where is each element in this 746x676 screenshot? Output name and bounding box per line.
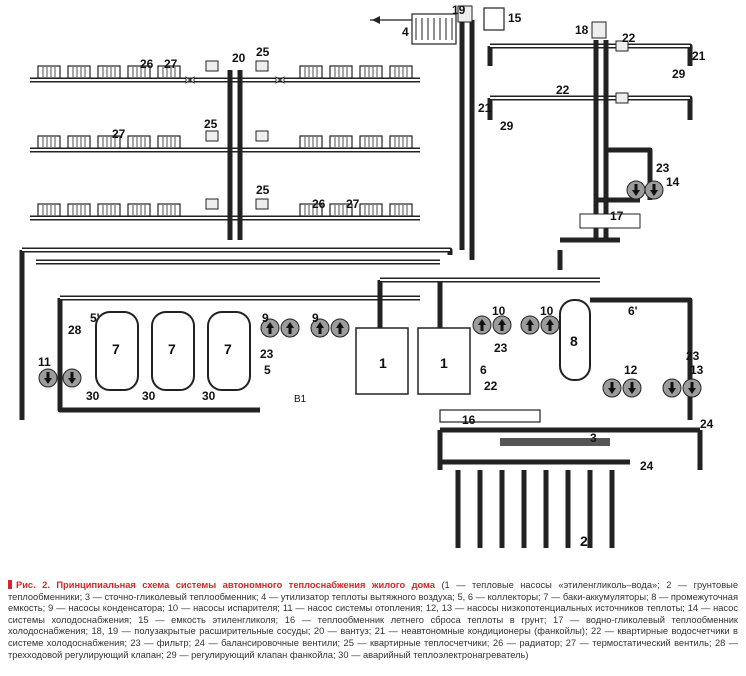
label-26a: 26	[140, 57, 154, 71]
label-8: 8	[570, 333, 578, 349]
label-25c: 25	[256, 183, 270, 197]
label-14: 14	[666, 175, 680, 189]
label-10a: 10	[492, 304, 506, 318]
fancoil-branch-2	[487, 92, 693, 120]
label-23b: 23	[260, 347, 274, 361]
label-30c: 30	[202, 389, 216, 403]
label-7b: 7	[168, 341, 176, 357]
label-22c: 22	[484, 379, 498, 393]
label-17: 17	[610, 209, 624, 223]
label-16: 16	[462, 413, 476, 427]
heat-pumps	[355, 277, 600, 395]
caption-title: Рис. 2. Принципиальная схема системы авт…	[16, 580, 435, 590]
label-5: 5	[264, 363, 271, 377]
label-29a: 29	[672, 67, 686, 81]
caption-marker	[8, 580, 12, 589]
intermediate-tank	[559, 297, 693, 420]
label-27a: 27	[164, 57, 178, 71]
label-25a: 25	[256, 45, 270, 59]
label-30a: 30	[86, 389, 100, 403]
label-9a: 9	[262, 311, 269, 325]
cooling-risers	[557, 40, 664, 270]
label-23c: 23	[494, 341, 508, 355]
heating-system-schematic: 1 1 2 3 4 5 5' 6 6' 7 7 7 8 9 9 10 10 11…	[19, 3, 714, 549]
label-24b: 24	[640, 459, 654, 473]
label-26b: 26	[312, 197, 326, 211]
fancoil-branch-1	[487, 40, 693, 66]
label-19: 19	[452, 3, 466, 17]
label-b1: B1	[294, 394, 307, 405]
label-2: 2	[580, 533, 588, 549]
label-27b: 27	[112, 127, 126, 141]
expansion-vessel-19	[457, 5, 473, 23]
ground-heat-exchangers	[437, 409, 703, 548]
label-6p: 6'	[628, 304, 638, 318]
label-28: 28	[68, 323, 82, 337]
label-22b: 22	[556, 83, 570, 97]
label-10b: 10	[540, 304, 554, 318]
storage-tanks	[57, 295, 420, 413]
label-5p: 5'	[90, 311, 100, 325]
air-heat-utilizer	[370, 13, 475, 260]
label-3: 3	[590, 431, 597, 445]
label-21a: 21	[692, 49, 706, 63]
label-7c: 7	[224, 341, 232, 357]
label-23d: 23	[686, 349, 700, 363]
label-23a: 23	[656, 161, 670, 175]
label-1: 1	[379, 355, 387, 371]
label-1b: 1	[440, 355, 448, 371]
label-18: 18	[575, 23, 589, 37]
figure-caption: Рис. 2. Принципиальная схема системы авт…	[8, 580, 738, 661]
glycol-tank	[483, 7, 505, 31]
label-6: 6	[480, 363, 487, 377]
label-15: 15	[508, 11, 522, 25]
label-11: 11	[38, 355, 51, 369]
label-12: 12	[624, 363, 638, 377]
radiator-branch-1	[30, 60, 420, 84]
caption-text: (1 — тепловые насосы «этиленгликоль–вода…	[8, 580, 738, 660]
label-30b: 30	[142, 389, 156, 403]
label-24a: 24	[700, 417, 714, 431]
radiator-branch-2	[30, 130, 420, 153]
radiator-branch-3	[30, 198, 420, 221]
label-20: 20	[232, 51, 246, 65]
heating-risers	[19, 70, 453, 420]
label-22a: 22	[622, 31, 636, 45]
label-7a: 7	[112, 341, 120, 357]
label-4: 4	[402, 25, 409, 39]
label-21b: 21	[478, 101, 492, 115]
label-9b: 9	[312, 311, 319, 325]
label-29b: 29	[500, 119, 514, 133]
labels: 1 1 2 3 4 5 5' 6 6' 7 7 7 8 9 9 10 10 11…	[38, 3, 714, 549]
label-13: 13	[690, 363, 704, 377]
expansion-vessel-18	[591, 21, 607, 39]
label-25b: 25	[204, 117, 218, 131]
label-27c: 27	[346, 197, 360, 211]
